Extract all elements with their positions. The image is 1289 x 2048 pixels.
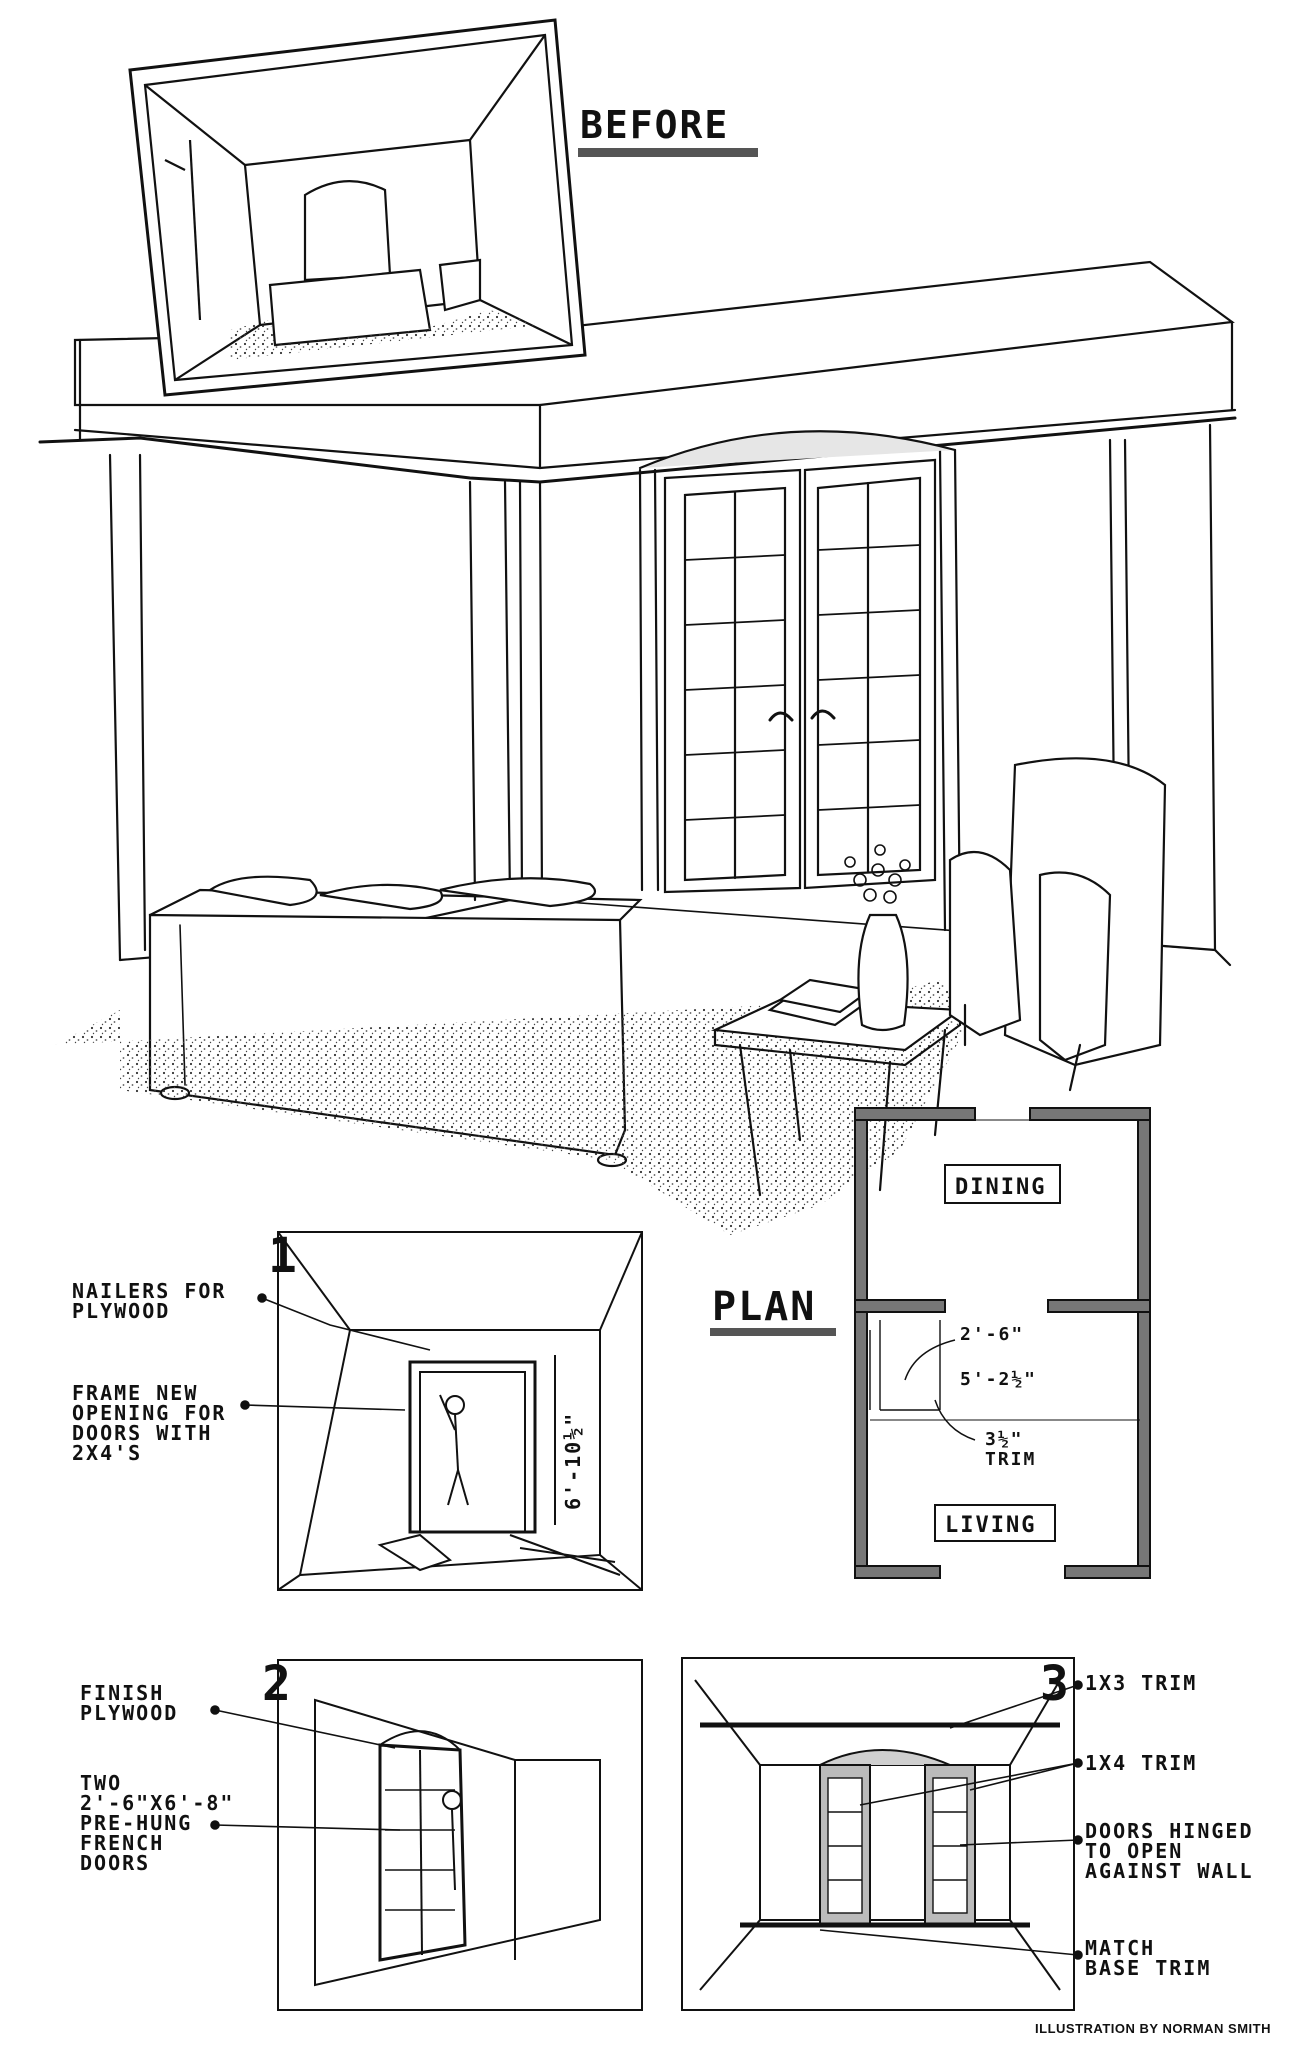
svg-text:DOORS WITH: DOORS WITH <box>72 1421 212 1445</box>
step1-note-frame: FRAME NEW OPENING FOR DOORS WITH 2X4'S <box>72 1381 226 1465</box>
svg-text:5'-2½": 5'-2½" <box>960 1369 1037 1390</box>
before-inset-sketch <box>128 18 587 397</box>
svg-text:3½": 3½" <box>985 1429 1024 1450</box>
svg-text:6'-10½": 6'-10½" <box>561 1412 585 1510</box>
svg-text:TWO: TWO <box>80 1771 122 1795</box>
svg-text:TO OPEN: TO OPEN <box>1085 1839 1183 1863</box>
svg-text:OPENING FOR: OPENING FOR <box>72 1401 226 1425</box>
floor-plan <box>854 1107 1151 1579</box>
svg-text:FINISH: FINISH <box>80 1681 164 1705</box>
svg-text:2'-6": 2'-6" <box>960 1324 1024 1345</box>
step1-leaders <box>240 1293 431 1411</box>
svg-text:TRIM: TRIM <box>985 1449 1036 1470</box>
step3-note-1x3: 1X3 TRIM <box>1085 1671 1197 1695</box>
svg-text:PRE-HUNG: PRE-HUNG <box>80 1811 192 1835</box>
living-label: LIVING <box>934 1504 1056 1542</box>
svg-text:DOORS HINGED: DOORS HINGED <box>1085 1819 1254 1843</box>
svg-text:NAILERS FOR: NAILERS FOR <box>72 1279 226 1303</box>
illustration-credit: ILLUSTRATION BY NORMAN SMITH <box>1035 2021 1271 2036</box>
svg-text:BASE TRIM: BASE TRIM <box>1085 1956 1211 1980</box>
before-label: BEFORE <box>580 103 729 147</box>
svg-text:2X4'S: 2X4'S <box>72 1441 142 1465</box>
svg-text:AGAINST WALL: AGAINST WALL <box>1085 1859 1254 1883</box>
svg-text:DINING: DINING <box>955 1175 1046 1200</box>
step2-note-plywood: FINISH PLYWOOD <box>80 1681 178 1725</box>
step3-note-hinged: DOORS HINGED TO OPEN AGAINST WALL <box>1085 1819 1254 1883</box>
step3-leaders <box>819 1680 1083 1960</box>
dining-label: DINING <box>944 1164 1061 1204</box>
step1-panel <box>277 1231 643 1591</box>
svg-text:FRENCH: FRENCH <box>80 1831 164 1855</box>
step3-note-base: MATCH BASE TRIM <box>1085 1936 1211 1980</box>
step1-number: 1 <box>268 1228 299 1284</box>
plan-dimensions: 2'-6" 5'-2½" 3½" TRIM <box>904 1324 1037 1470</box>
svg-text:2'-6"X6'-8": 2'-6"X6'-8" <box>80 1791 234 1815</box>
svg-text:LIVING: LIVING <box>945 1513 1036 1538</box>
step2-note-doors: TWO 2'-6"X6'-8" PRE-HUNG FRENCH DOORS <box>80 1771 234 1875</box>
step1-note-nailers: NAILERS FOR PLYWOOD <box>72 1279 226 1323</box>
svg-text:PLYWOOD: PLYWOOD <box>72 1299 170 1323</box>
step3-number: 3 <box>1040 1656 1071 1712</box>
step2-number: 2 <box>262 1656 293 1712</box>
step2-leaders <box>210 1705 401 1831</box>
step1-height-dimension: 6'-10½" <box>561 1412 585 1510</box>
svg-text:1X4 TRIM: 1X4 TRIM <box>1085 1751 1197 1775</box>
step2-panel <box>277 1659 643 2011</box>
svg-text:1X3 TRIM: 1X3 TRIM <box>1085 1671 1197 1695</box>
before-underline <box>578 148 758 157</box>
main-room-sketch <box>38 260 1237 1235</box>
step3-note-1x4: 1X4 TRIM <box>1085 1751 1197 1775</box>
plan-title: PLAN <box>710 1284 836 1336</box>
svg-text:PLAN: PLAN <box>712 1284 816 1330</box>
svg-text:FRAME NEW: FRAME NEW <box>72 1381 198 1405</box>
svg-text:DOORS: DOORS <box>80 1851 150 1875</box>
svg-text:MATCH: MATCH <box>1085 1936 1155 1960</box>
step3-panel <box>681 1657 1075 2011</box>
svg-text:PLYWOOD: PLYWOOD <box>80 1701 178 1725</box>
